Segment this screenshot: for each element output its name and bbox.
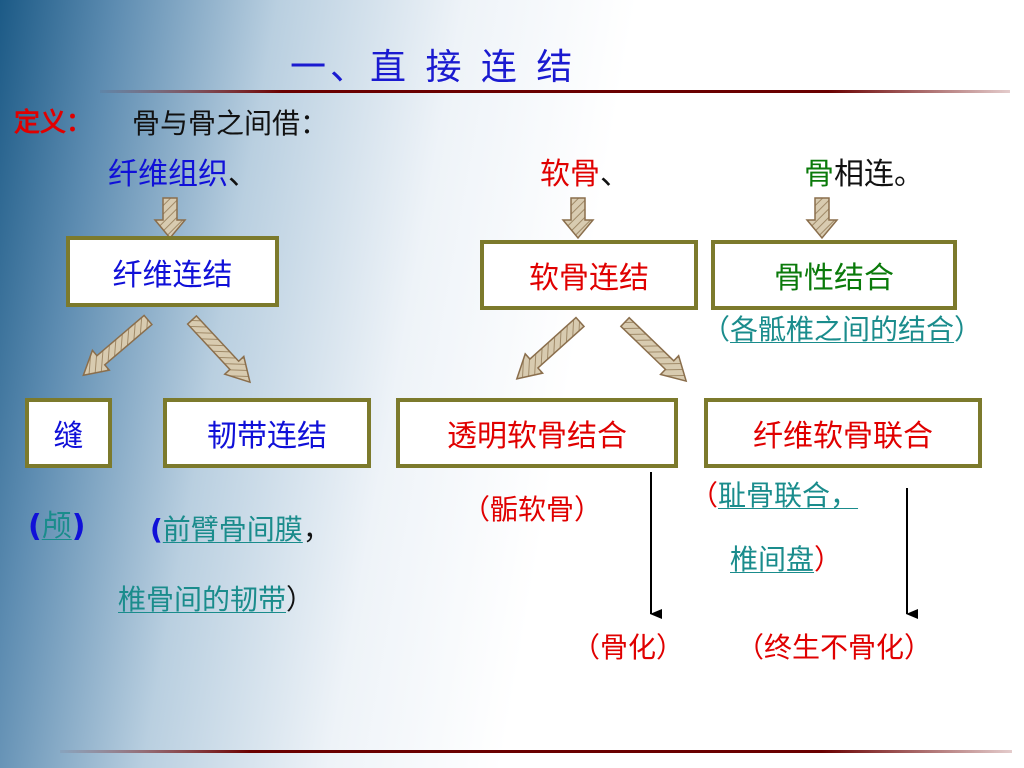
source-cartilage-sep: 、 <box>600 157 630 192</box>
suture-example: 颅 <box>41 509 72 544</box>
source-bone-suffix: 相连。 <box>834 157 924 192</box>
fibro-example-1: 耻骨联合， <box>718 479 859 512</box>
suture-note-open: ( <box>28 509 42 544</box>
fibro-note-close: ） <box>814 543 843 576</box>
synostosis-example: 各骶椎之间的结合 <box>730 313 955 346</box>
bottom-rule <box>60 750 1012 753</box>
down-block-arrow-icon <box>153 197 187 240</box>
diagonal-arrow-icon <box>619 316 688 383</box>
down-block-arrow-icon <box>561 197 595 240</box>
fibro-note-open: （ <box>690 479 719 512</box>
box-suture: 缝 <box>25 398 112 468</box>
never-ossify-label: （终生不骨化） <box>736 631 933 664</box>
synostosis-note-open: （ <box>702 313 731 346</box>
box-hyaline: 透明软骨结合 <box>396 398 678 468</box>
box-syndesmosis: 韧带连结 <box>163 398 371 468</box>
suture-note: (颅) <box>28 512 85 542</box>
source-bone-label: 骨 <box>804 157 834 192</box>
source-fiber-sep: 、 <box>228 157 258 192</box>
box-synostosis: 骨性结合 <box>711 240 957 310</box>
fibro-example-2: 椎间盘 <box>730 543 815 576</box>
hyaline-note: （骺软骨） <box>462 493 603 526</box>
source-cartilage: 软骨、 <box>540 160 630 190</box>
diagonal-arrow-icon <box>186 314 252 384</box>
ossify-label: （骨化） <box>572 631 685 664</box>
fibro-note-line2: 椎间盘） <box>730 546 842 574</box>
source-cartilage-label: 软骨 <box>540 157 600 192</box>
box-fibrous-joint: 纤维连结 <box>66 236 279 307</box>
diagonal-arrow-icon <box>515 316 586 380</box>
title-rule <box>100 90 1010 93</box>
source-fiber: 纤维组织、 <box>108 160 258 190</box>
syndesmosis-note-line2: 椎骨间的韧带） <box>118 586 314 614</box>
syndesmosis-note-line1: (前臂骨间膜， <box>150 516 331 544</box>
page-title: 一、直 接 连 结 <box>290 47 577 88</box>
syndesmosis-example-2: 椎骨间的韧带 <box>118 583 287 616</box>
synostosis-note-close: ） <box>954 313 983 346</box>
syndesmosis-example-1: 前臂骨间膜 <box>162 513 303 546</box>
syndesmosis-comma: ， <box>302 513 331 546</box>
fibro-note-line1: （耻骨联合， <box>690 482 858 510</box>
box-cartilage-joint: 软骨连结 <box>480 240 698 310</box>
diagonal-arrow-icon <box>82 314 153 377</box>
box-fibrocartilage: 纤维软骨联合 <box>704 398 982 468</box>
suture-note-close: ) <box>71 509 86 544</box>
source-fiber-label: 纤维组织 <box>108 157 228 192</box>
definition-text: 骨与骨之间借： <box>132 107 329 140</box>
syndesmosis-note-open: ( <box>150 513 163 546</box>
source-bone: 骨相连。 <box>804 160 924 190</box>
down-block-arrow-icon <box>805 197 839 240</box>
definition-label: 定义： <box>14 108 93 138</box>
synostosis-note: （各骶椎之间的结合） <box>702 316 982 344</box>
syndesmosis-note-close: ） <box>286 583 315 616</box>
